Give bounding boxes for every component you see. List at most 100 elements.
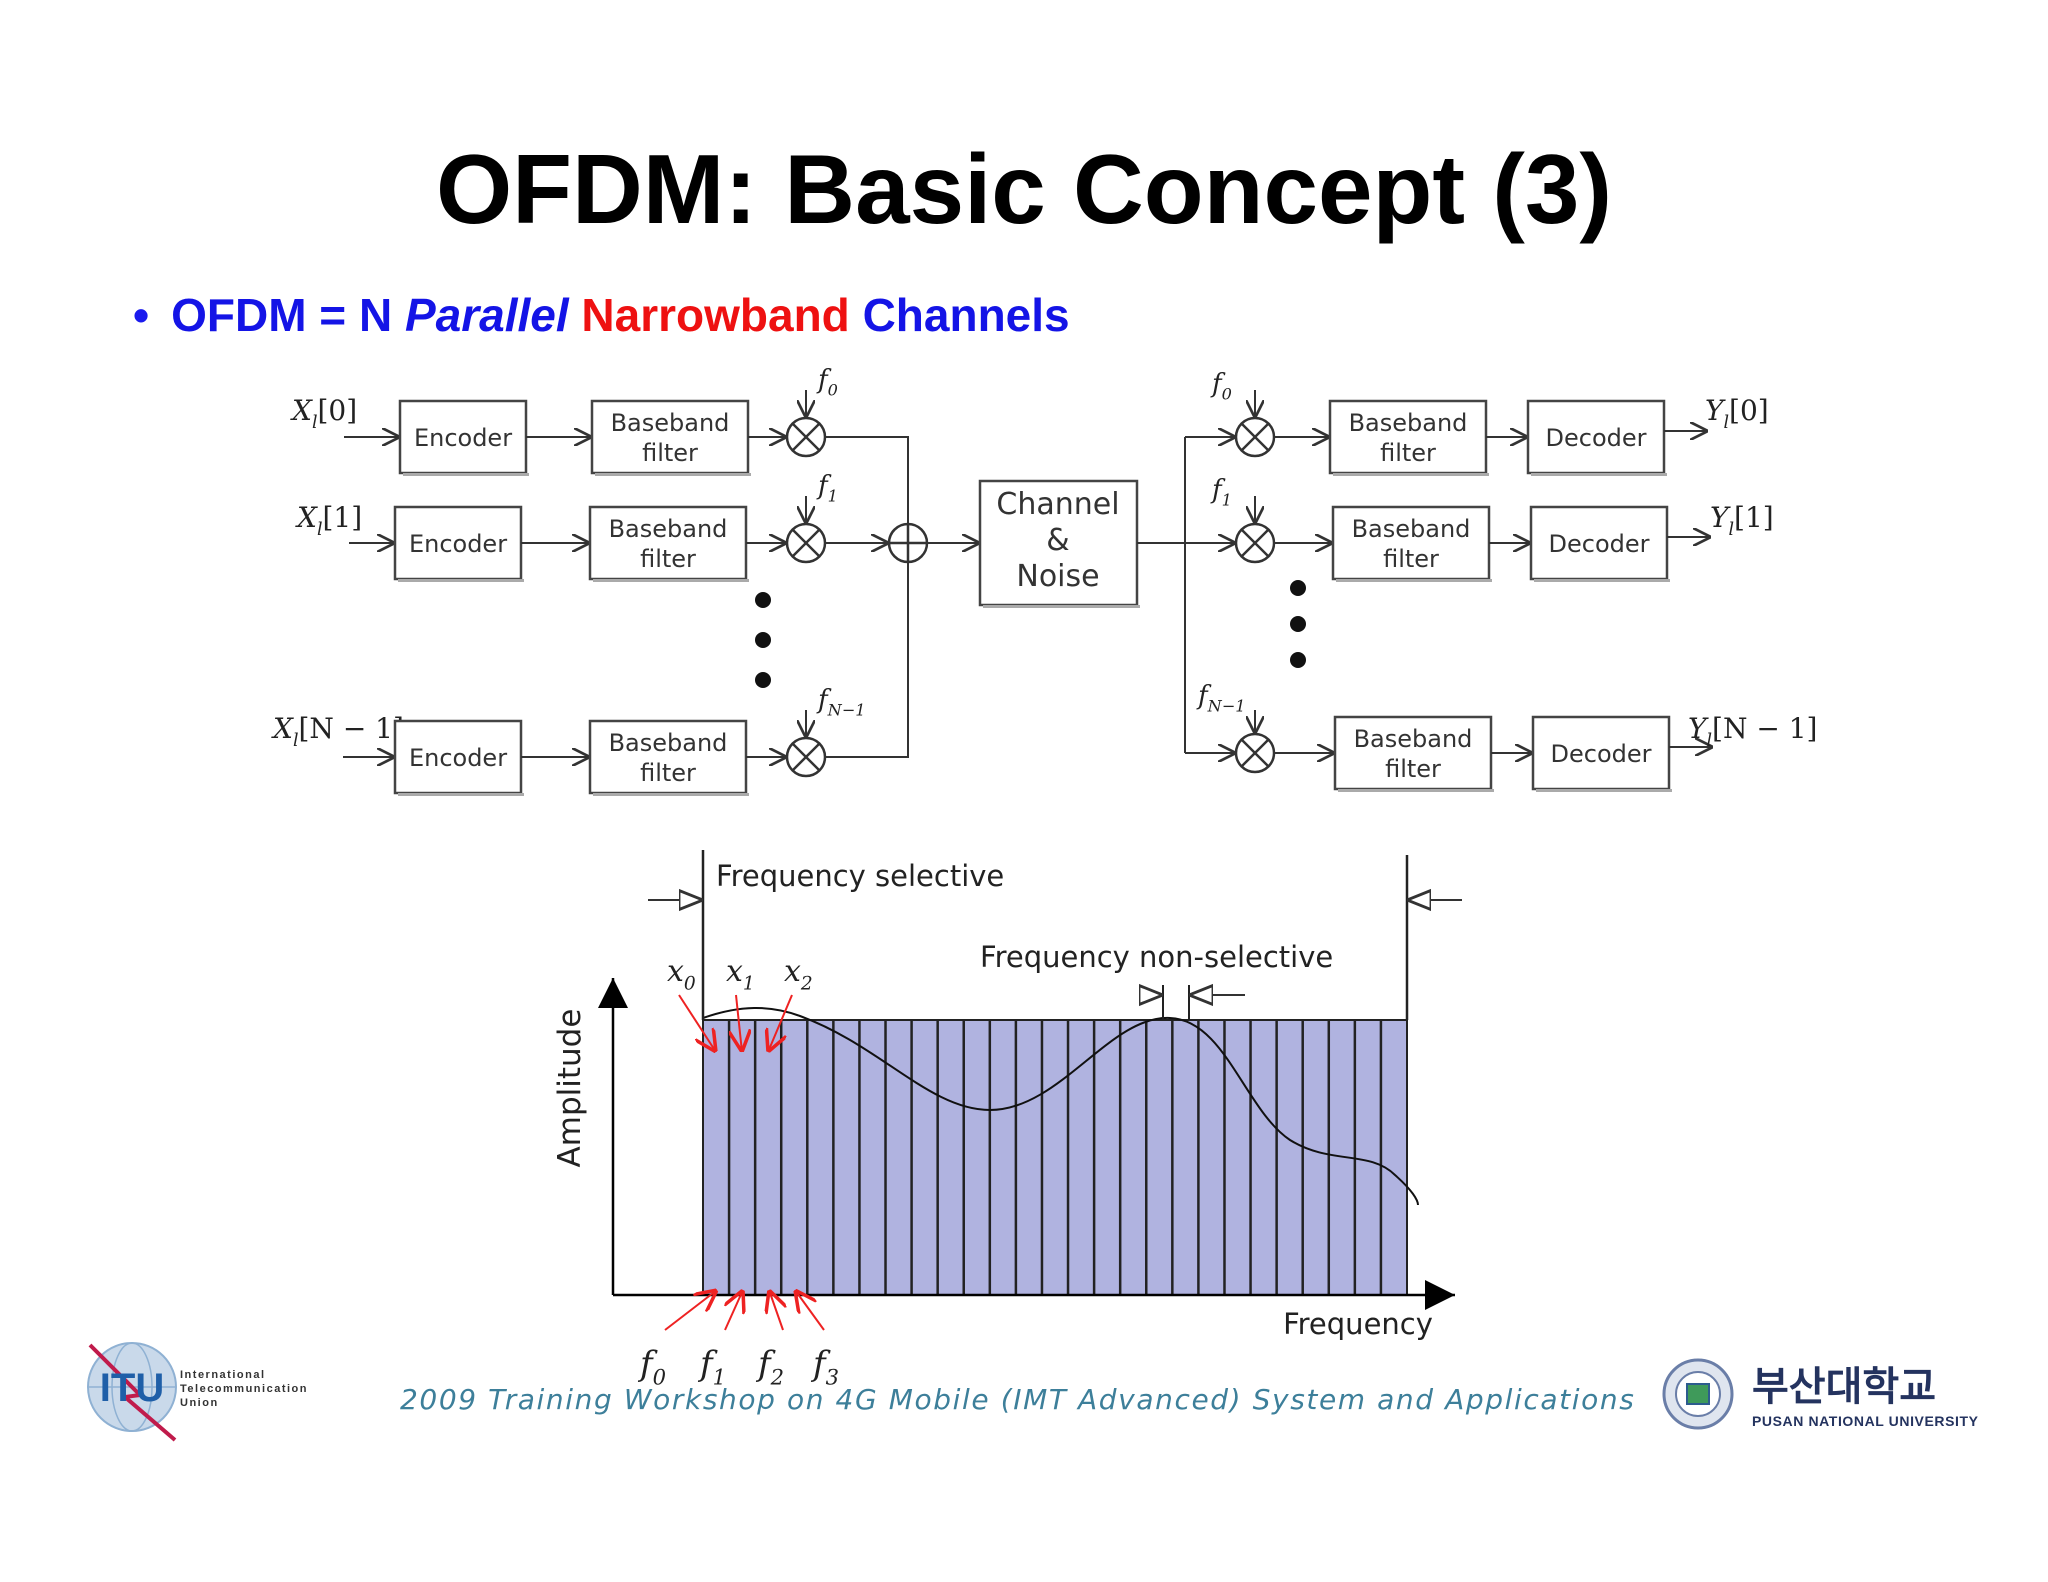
encoder-2-label-0: Encoder (409, 744, 507, 772)
decoder-2-shadow (1536, 789, 1672, 792)
pnu-english-name: PUSAN NATIONAL UNIVERSITY (1752, 1413, 1979, 1429)
channel-line-2: & (1046, 523, 1069, 558)
rx-ellipsis-dot-2 (1290, 652, 1306, 668)
channel-shadow (983, 605, 1140, 608)
decoder-0-box (1526, 399, 1666, 475)
y-axis-label: Amplitude (552, 1009, 588, 1168)
bullet-suffix: Channels (849, 289, 1070, 341)
tx-input-2: Xl[N − 1] (271, 712, 404, 751)
decoder-0-label-0: Decoder (1546, 424, 1647, 452)
encoder-1-label-0: Encoder (409, 530, 507, 558)
pnu-logo: 부산대학교 PUSAN NATIONAL UNIVERSITY (1662, 1358, 1979, 1430)
slide-title: OFDM: Basic Concept (3) (435, 134, 1613, 244)
freq-selective-label: Frequency selective (716, 859, 1004, 893)
ofdm-block-diagram: Xl[0]EncoderBasebandfilterf0Xl[1]Encoder… (271, 365, 1817, 796)
bullet-point: • OFDM = N Parallel Narrowband Channels (133, 292, 1070, 338)
footer-text: 2009 Training Workshop on 4G Mobile (IMT… (400, 1383, 1636, 1416)
rx-carrier-label-0: f0 (1210, 369, 1232, 403)
rx-output-1: Yl[1] (1710, 501, 1774, 540)
decoder-1-label-0: Decoder (1549, 530, 1650, 558)
tx-carrier-label-0: f0 (816, 365, 838, 399)
tx-filter-2-shadow (593, 793, 749, 796)
rx-filter-2-box (1333, 715, 1493, 791)
itu-abbr: ITU (100, 1366, 164, 1410)
rx-mixer-2-x2 (1241, 739, 1269, 767)
symbol-arrow-2 (768, 994, 793, 1052)
tx-carrier-label-1: f1 (816, 471, 838, 505)
decoder-2-box (1531, 715, 1671, 791)
tx-ellipsis-dot-1 (755, 632, 771, 648)
encoder-0-shadow (403, 473, 529, 476)
tx-filter-2-label-1: filter (640, 759, 696, 787)
tx-sum-line-2 (825, 562, 909, 758)
rx-ellipsis-dot-0 (1290, 580, 1306, 596)
freq-non-selective-label: Frequency non-selective (980, 940, 1333, 974)
encoder-1-shadow (398, 579, 524, 582)
rx-mixer-1-x2 (1241, 529, 1269, 557)
spectrum-carrier-arrow-2 (769, 1290, 783, 1331)
tx-sum-line-0 (825, 436, 909, 524)
rx-filter-2-shadow (1338, 789, 1494, 792)
rx-filter-1-box (1331, 505, 1491, 581)
tx-mixer-2-x2 (792, 743, 820, 771)
tx-ellipsis-dot-0 (755, 592, 771, 608)
spectrum-carrier-arrow-3 (795, 1290, 825, 1331)
symbol-label-2: x2 (784, 954, 813, 994)
rx-filter-1-label-1: filter (1383, 545, 1439, 573)
tx-ellipsis-dot-2 (755, 672, 771, 688)
tx-filter-0-label-0: Baseband (611, 409, 730, 437)
rx-filter-1-shadow (1336, 579, 1492, 582)
tx-filter-0-shadow (595, 473, 751, 476)
tx-filter-1-label-1: filter (640, 545, 696, 573)
rx-filter-0-shadow (1333, 473, 1489, 476)
rx-filter-0-box (1328, 399, 1488, 475)
rx-filter-1-label-0: Baseband (1352, 515, 1471, 543)
rx-filter-0-label-0: Baseband (1349, 409, 1468, 437)
spectrum-diagram: Frequency Amplitude Frequency selectiveFre… (552, 850, 1462, 1390)
itu-logo: ITU International Telecommunication Unio… (87, 1342, 308, 1442)
tx-filter-1-shadow (593, 579, 749, 582)
rx-carrier-label-1: f1 (1210, 475, 1232, 509)
itu-line-2: Telecommunication (180, 1383, 308, 1395)
bullet-prefix: OFDM = N (171, 289, 405, 341)
tx-input-0: Xl[0] (290, 394, 357, 433)
bullet-marker: • (133, 289, 150, 341)
spectrum-carrier-arrow-0 (664, 1290, 717, 1331)
spectrum-carrier-arrow-1 (725, 1290, 743, 1331)
symbol-arrow-0 (678, 994, 716, 1052)
tx-filter-0-label-1: filter (642, 439, 698, 467)
rx-output-0: Yl[0] (1705, 394, 1769, 433)
pnu-korean-name: 부산대학교 (1752, 1364, 1936, 1410)
symbol-label-1: x1 (726, 954, 755, 994)
tx-filter-1-box (588, 505, 748, 581)
rx-filter-0-label-1: filter (1380, 439, 1436, 467)
decoder-1-box (1529, 505, 1669, 581)
decoder-0-shadow (1531, 473, 1667, 476)
rx-output-2: Yl[N − 1] (1688, 712, 1817, 751)
decoder-2-label-0: Decoder (1551, 740, 1652, 768)
encoder-2-shadow (398, 793, 524, 796)
rx-ellipsis-dot-1 (1290, 616, 1306, 632)
tx-mixer-1-x2 (792, 529, 820, 557)
symbol-arrow-1 (736, 994, 742, 1052)
tx-filter-2-label-0: Baseband (609, 729, 728, 757)
decoder-1-shadow (1534, 579, 1670, 582)
x-axis-label: Frequency (1283, 1307, 1433, 1341)
tx-filter-2-box (588, 719, 748, 795)
tx-mixer-0-x2 (792, 423, 820, 451)
band-area (702, 1019, 1408, 1296)
itu-line-1: International (180, 1369, 266, 1381)
encoder-1-box (393, 505, 523, 581)
symbol-label-0: x0 (667, 954, 696, 994)
rx-mixer-0-x2 (1241, 423, 1269, 451)
tx-carrier-label-2: fN−1 (816, 685, 865, 719)
tx-input-1: Xl[1] (295, 501, 362, 540)
rx-filter-2-label-1: filter (1385, 755, 1441, 783)
tx-filter-1-label-0: Baseband (609, 515, 728, 543)
rx-carrier-label-2: fN−1 (1196, 681, 1245, 715)
bullet-red: Narrowband (581, 289, 850, 341)
itu-line-3: Union (180, 1397, 219, 1409)
bullet-italic: Parallel (404, 289, 569, 341)
encoder-0-label-0: Encoder (414, 424, 512, 452)
